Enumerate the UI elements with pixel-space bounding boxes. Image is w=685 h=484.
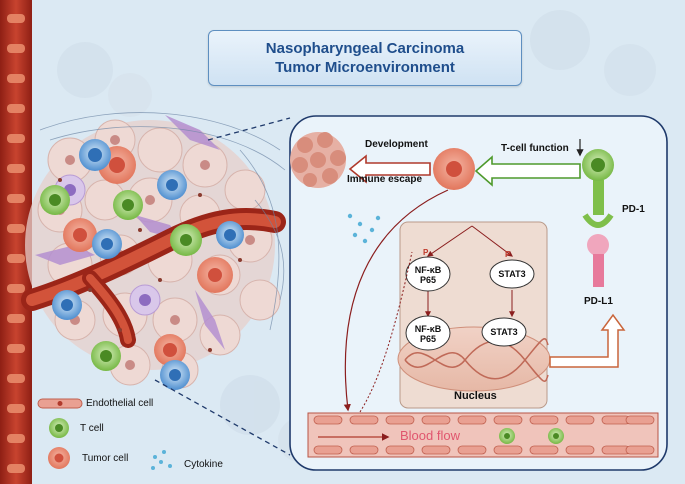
- dna-helix: [404, 338, 549, 382]
- tumor-cell: [63, 218, 97, 252]
- legend-label-cytokine: Cytokine: [184, 459, 223, 470]
- immune-cell: [216, 221, 244, 249]
- tumor-cell-main: [433, 148, 475, 190]
- pdl1-ligand: [587, 234, 609, 287]
- label-stat3-bottom: STAT3: [490, 327, 518, 337]
- tumor-cell: [154, 334, 186, 366]
- t-cell: [499, 428, 515, 444]
- title-box: Nasopharyngeal Carcinoma Tumor Microenvi…: [208, 30, 522, 86]
- label-nfkb-bottom: NF-κB P65: [414, 324, 442, 344]
- zoom-connector-bottom: [154, 379, 291, 456]
- stat3-bottom-oval: [481, 317, 527, 347]
- title-line-2: Tumor Microenvironment: [275, 59, 455, 76]
- legend-label-endothelial: Endothelial cell: [86, 398, 154, 409]
- cytokine-spray: [347, 213, 381, 244]
- zoom-connector-top: [207, 117, 291, 141]
- t-cell: [170, 224, 202, 256]
- immune-cell: [92, 229, 122, 259]
- t-cell-large: [582, 149, 614, 181]
- t-cell: [40, 185, 70, 215]
- nfkb-bottom-oval: [405, 315, 451, 351]
- label-development: Development: [365, 139, 428, 150]
- stat3-top-oval: [489, 259, 535, 289]
- label-tcell-function: T-cell function: [501, 143, 569, 154]
- tumor-cell: [197, 257, 233, 293]
- pd1-receptor: [582, 180, 614, 228]
- t-cell: [113, 190, 143, 220]
- immune-cell: [79, 139, 111, 171]
- label-pdl1: PD-L1: [584, 296, 613, 307]
- legend-label-tcell: T cell: [80, 423, 104, 434]
- pathway-arrows: [425, 225, 515, 318]
- legend-cytokine-icon: [151, 450, 172, 470]
- legend-label-tumor: Tumor cell: [82, 453, 129, 464]
- dotted-curve: [359, 251, 413, 413]
- label-nucleus: Nucleus: [454, 390, 497, 402]
- t-cell: [91, 341, 121, 371]
- legend-tcell-icon: [49, 418, 69, 438]
- label-nfkb-top: NF-κB P65: [414, 265, 442, 285]
- t-cell: [548, 428, 564, 444]
- nfkb-top-oval: [405, 256, 451, 292]
- immune-cell: [157, 170, 187, 200]
- immune-escape-curve: [343, 189, 449, 412]
- tumor-cluster: [21, 112, 286, 390]
- label-blood-flow: Blood flow: [400, 428, 460, 443]
- label-pd1: PD-1: [622, 204, 645, 215]
- legend-endothelial-icon: [37, 398, 83, 409]
- legend-tumor-icon: [48, 447, 70, 469]
- tumor-mass: [290, 132, 346, 188]
- tcell-function-arrow: [474, 155, 581, 187]
- title-line-1: Nasopharyngeal Carcinoma: [265, 40, 465, 57]
- development-arrow: [348, 154, 431, 184]
- label-immune-escape: Immune escape: [347, 174, 423, 185]
- immune-cell: [52, 290, 82, 320]
- label-stat3-top: STAT3: [498, 269, 526, 279]
- phospho-marker-left: P: [423, 248, 429, 257]
- transcription-arrow: [549, 313, 626, 368]
- vessel-strip: [307, 412, 659, 458]
- phospho-marker-right: P: [505, 250, 511, 259]
- immune-cell: [160, 360, 190, 390]
